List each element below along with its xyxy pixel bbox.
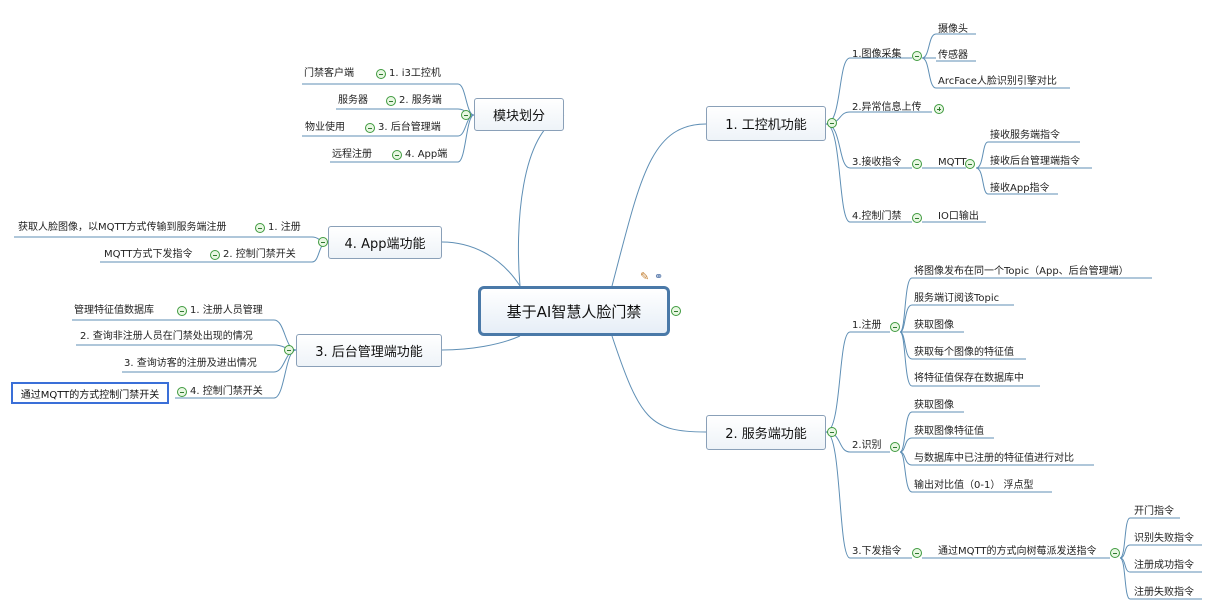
ipc-control-child[interactable]: IO口输出 [938, 211, 979, 222]
ipc-receive-label[interactable]: 3.接收指令 [852, 157, 902, 168]
server-recognize-child-2[interactable]: 获取图像特征值 [914, 426, 984, 437]
ipc-capture-child-3[interactable]: ArcFace人脸识别引擎对比 [938, 76, 1057, 87]
link-root-app [441, 241, 521, 287]
topic-server-title: 2. 服务端功能 [725, 427, 807, 442]
server-register-toggle[interactable] [890, 322, 900, 332]
server-register-child-2[interactable]: 服务端订阅该Topic [914, 293, 1000, 304]
server-register-child-4[interactable]: 获取每个图像的特征值 [914, 347, 1014, 358]
ipc-receive-via[interactable]: MQTT [938, 157, 967, 168]
module-label-4[interactable]: 4. App端 [405, 149, 448, 160]
app-toggle-2[interactable] [210, 250, 220, 260]
admin-label-3[interactable]: 3. 查询访客的注册及进出情况 [124, 358, 257, 369]
module-desc-2: 服务器 [338, 95, 368, 106]
ipc-capture-child-1[interactable]: 摄像头 [938, 24, 968, 35]
server-recognize-toggle[interactable] [890, 442, 900, 452]
server-dispatch-via[interactable]: 通过MQTT的方式向树莓派发送指令 [938, 546, 1097, 557]
link-icon[interactable]: ⚭ [654, 270, 664, 283]
server-dispatch-toggle[interactable] [912, 548, 922, 558]
module-desc-4: 远程注册 [332, 149, 372, 160]
ipc-receive-child-1[interactable]: 接收服务端指令 [990, 130, 1060, 141]
ipc-collapse-toggle[interactable] [827, 118, 837, 128]
server-register-child-1[interactable]: 将图像发布在同一个Topic（App、后台管理端） [914, 266, 1129, 277]
server-dispatch-child-2[interactable]: 识别失败指令 [1134, 533, 1194, 544]
app-desc-2: MQTT方式下发指令 [104, 249, 193, 260]
server-dispatch-child-4[interactable]: 注册失败指令 [1134, 587, 1194, 598]
module-label-1[interactable]: 1. i3工控机 [389, 68, 441, 79]
server-recognize-child-3[interactable]: 与数据库中已注册的特征值进行对比 [914, 453, 1074, 464]
admin-label-2[interactable]: 2. 查询非注册人员在门禁处出现的情况 [80, 331, 253, 342]
server-register-child-5[interactable]: 将特征值保存在数据库中 [914, 373, 1024, 384]
admin-desc-4-selected[interactable]: 通过MQTT的方式控制门禁开关 [11, 382, 169, 404]
app-label-2[interactable]: 2. 控制门禁开关 [223, 249, 296, 260]
ipc-receive-via-toggle[interactable] [965, 159, 975, 169]
server-recognize-child-1[interactable]: 获取图像 [914, 400, 954, 411]
topic-ipc-title: 1. 工控机功能 [725, 118, 807, 133]
server-recognize-child-4[interactable]: 输出对比值（0-1） 浮点型 [914, 480, 1034, 491]
server-register-child-3[interactable]: 获取图像 [914, 320, 954, 331]
topic-ipc[interactable]: 1. 工控机功能 [706, 106, 826, 141]
ipc-upload-expand-toggle[interactable] [934, 104, 944, 114]
topic-admin[interactable]: 3. 后台管理端功能 [296, 334, 442, 367]
app-desc-1: 获取人脸图像，以MQTT方式传输到服务端注册 [18, 222, 227, 233]
ipc-capture-label[interactable]: 1.图像采集 [852, 49, 902, 60]
topic-admin-title: 3. 后台管理端功能 [315, 345, 423, 360]
topic-modules[interactable]: 模块划分 [474, 98, 564, 131]
server-register-label[interactable]: 1.注册 [852, 320, 882, 331]
admin-label-1[interactable]: 1. 注册人员管理 [190, 305, 263, 316]
ipc-control-toggle[interactable] [912, 213, 922, 223]
server-recognize-label[interactable]: 2.识别 [852, 440, 882, 451]
server-dispatch-via-toggle[interactable] [1110, 548, 1120, 558]
app-toggle-1[interactable] [255, 223, 265, 233]
root-topic[interactable]: 基于AI智慧人脸门禁 [478, 286, 670, 336]
root-collapse-toggle[interactable] [671, 306, 681, 316]
ipc-receive-child-2[interactable]: 接收后台管理端指令 [990, 156, 1080, 167]
module-toggle-1[interactable] [376, 69, 386, 79]
root-title: 基于AI智慧人脸门禁 [506, 302, 642, 321]
admin-collapse-toggle[interactable] [284, 345, 294, 355]
ipc-upload-label[interactable]: 2.异常信息上传 [852, 102, 922, 113]
module-label-2[interactable]: 2. 服务端 [399, 95, 442, 106]
module-toggle-2[interactable] [386, 96, 396, 106]
server-collapse-toggle[interactable] [827, 427, 837, 437]
module-label-3[interactable]: 3. 后台管理端 [378, 122, 441, 133]
server-dispatch-child-1[interactable]: 开门指令 [1134, 506, 1174, 517]
ipc-capture-child-2[interactable]: 传感器 [938, 50, 968, 61]
server-dispatch-label[interactable]: 3.下发指令 [852, 546, 902, 557]
note-icon[interactable]: ✎ [640, 270, 650, 283]
admin-label-4[interactable]: 4. 控制门禁开关 [190, 386, 263, 397]
link-ipc-modules [517, 114, 565, 287]
ipc-receive-toggle[interactable] [912, 159, 922, 169]
app-collapse-toggle[interactable] [318, 237, 328, 247]
topic-modules-title: 模块划分 [492, 109, 545, 124]
topic-server[interactable]: 2. 服务端功能 [706, 415, 826, 450]
ipc-capture-toggle[interactable] [912, 51, 922, 61]
admin-desc-4: 通过MQTT的方式控制门禁开关 [20, 389, 160, 401]
module-toggle-4[interactable] [392, 150, 402, 160]
server-dispatch-child-3[interactable]: 注册成功指令 [1134, 560, 1194, 571]
admin-toggle-1[interactable] [177, 306, 187, 316]
topic-app-title: 4. App端功能 [344, 237, 426, 252]
admin-toggle-4[interactable] [177, 387, 187, 397]
ipc-receive-child-3[interactable]: 接收App指令 [990, 183, 1050, 194]
app-label-1[interactable]: 1. 注册 [268, 222, 301, 233]
ipc-control-label[interactable]: 4.控制门禁 [852, 211, 902, 222]
link-root-admin [441, 335, 521, 351]
module-desc-1: 门禁客户端 [304, 68, 354, 79]
module-toggle-3[interactable] [365, 123, 375, 133]
link-root-ipc [611, 123, 707, 287]
topic-app[interactable]: 4. App端功能 [328, 226, 442, 259]
modules-collapse-toggle[interactable] [461, 110, 471, 120]
link-root-server [611, 335, 707, 433]
module-desc-3: 物业使用 [305, 122, 345, 133]
admin-desc-1: 管理特征值数据库 [74, 305, 154, 316]
